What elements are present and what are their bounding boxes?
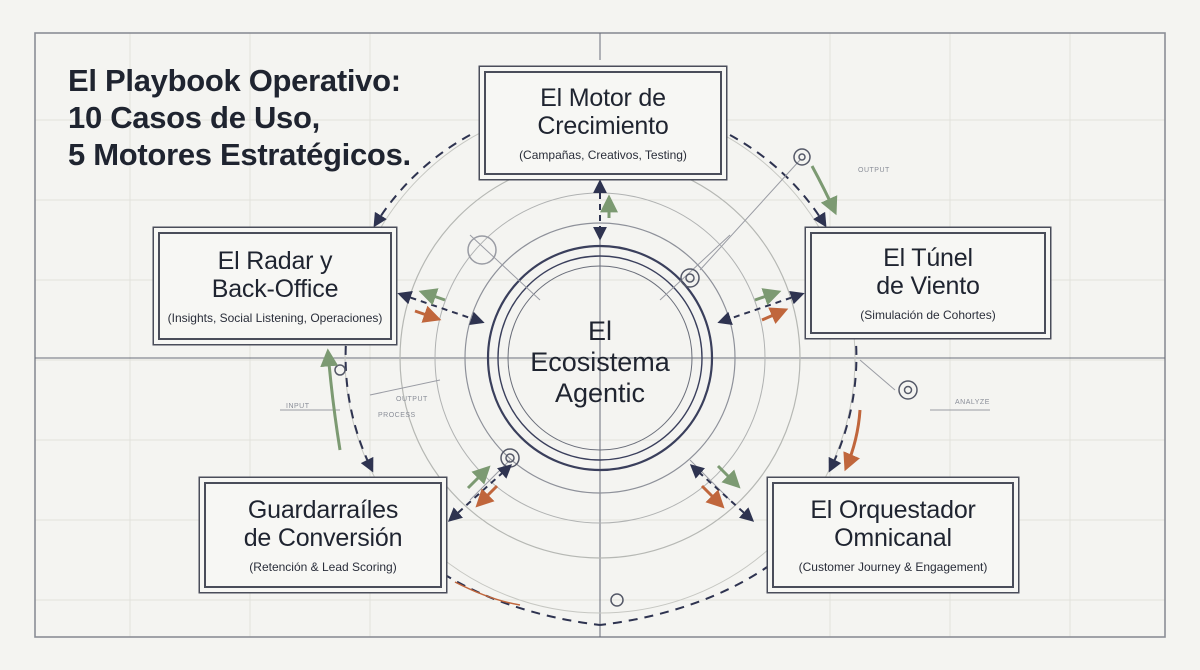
node-radar-subtitle: (Insights, Social Listening, Operaciones… — [167, 311, 383, 325]
node-motor-subtitle: (Campañas, Creativos, Testing) — [519, 148, 687, 162]
node-radar-title-1: El Radar y — [217, 247, 333, 275]
center-line-3: Agentic — [554, 378, 646, 408]
annotation-output-top: OUTPUT — [858, 167, 890, 174]
flow-arrows — [320, 165, 862, 606]
node-radar-title-2: Back-Office — [211, 275, 339, 303]
title-line-3: 5 Motores Estratégicos. — [68, 137, 411, 172]
dashed-orbit — [344, 134, 858, 626]
node-guard-subtitle: (Retención & Lead Scoring) — [249, 560, 397, 574]
page-title: El Playbook Operativo: 10 Casos de Uso, … — [68, 62, 428, 173]
node-tunel-title-2: de Viento — [876, 272, 980, 300]
title-line-1: El Playbook Operativo: — [68, 63, 401, 98]
node-orq-subtitle: (Customer Journey & Engagement) — [798, 560, 988, 574]
node-orq-title-2: Omnicanal — [834, 524, 952, 552]
node-tunel-subtitle: (Simulación de Cohortes) — [860, 308, 996, 322]
node-tunel-title-1: El Túnel — [883, 244, 973, 272]
center-hub-label: El Ecosistema Agentic — [500, 316, 700, 409]
annotation-analyze-right: ANALYZE — [955, 399, 990, 406]
node-guardarrailes-conversion: Guardarraíles de Conversión (Retención &… — [204, 482, 442, 588]
annotation-input-left: INPUT — [286, 403, 310, 410]
node-motor-de-crecimiento: El Motor de Crecimiento (Campañas, Creat… — [484, 71, 722, 175]
node-motor-title-2: Crecimiento — [537, 112, 669, 140]
node-guard-title-2: de Conversión — [243, 524, 403, 552]
center-line-2: Ecosistema — [530, 347, 670, 377]
title-line-2: 10 Casos de Uso, — [68, 100, 320, 135]
annotation-output-left: OUTPUT — [396, 396, 428, 403]
node-tunel-de-viento: El Túnel de Viento (Simulación de Cohort… — [810, 232, 1046, 334]
node-orq-title-1: El Orquestador — [810, 496, 976, 524]
annotation-process-left: PROCESS — [378, 412, 416, 419]
node-orquestador-omnicanal: El Orquestador Omnicanal (Customer Journ… — [772, 482, 1014, 588]
center-line-1: El — [587, 316, 612, 346]
node-radar-back-office: El Radar y Back-Office (Insights, Social… — [158, 232, 392, 340]
node-motor-title-1: El Motor de — [540, 84, 666, 112]
node-guard-title-1: Guardarraíles — [247, 496, 399, 524]
center-crosshair — [35, 33, 1165, 637]
